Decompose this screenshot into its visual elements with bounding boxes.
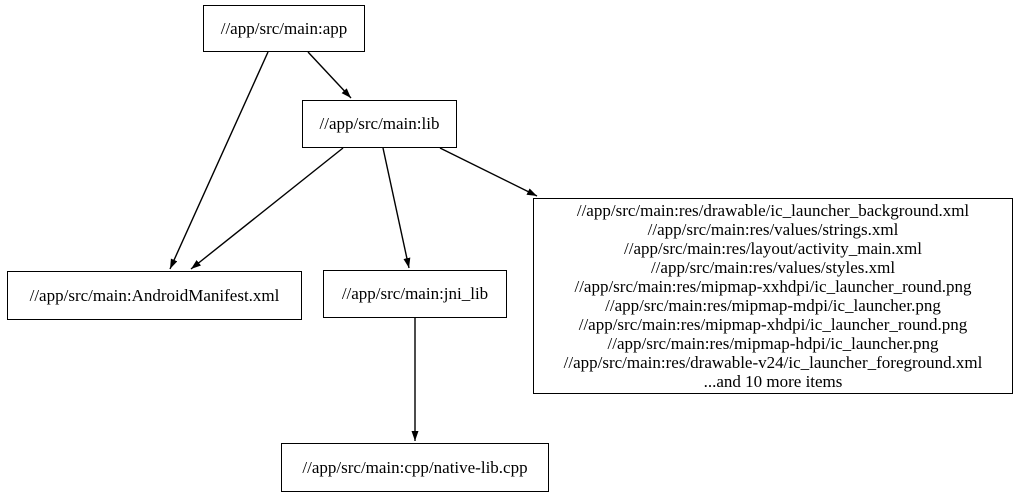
- resource-item: //app/src/main:res/layout/activity_main.…: [624, 239, 922, 258]
- resource-item: //app/src/main:res/mipmap-hdpi/ic_launch…: [607, 334, 939, 353]
- node-lib-label: //app/src/main:lib: [319, 114, 440, 133]
- resource-more-items: ...and 10 more items: [703, 372, 843, 391]
- node-android-manifest-label: //app/src/main:AndroidManifest.xml: [29, 285, 280, 305]
- node-native-lib-label: //app/src/main:cpp/native-lib.cpp: [302, 457, 528, 477]
- node-lib: //app/src/main:lib: [302, 100, 457, 148]
- edge-lib-to-jni-lib: [382, 147, 411, 269]
- node-native-lib: //app/src/main:cpp/native-lib.cpp: [281, 443, 549, 492]
- edge-lib-to-manifest: [190, 147, 344, 270]
- resource-item: //app/src/main:res/drawable/ic_launcher_…: [576, 201, 970, 220]
- resource-item: //app/src/main:res/values/styles.xml: [650, 258, 896, 277]
- resource-item: //app/src/main:res/mipmap-xxhdpi/ic_laun…: [574, 277, 972, 296]
- resource-item: //app/src/main:res/mipmap-xhdpi/ic_launc…: [578, 315, 968, 334]
- edge-app-to-lib: [307, 51, 352, 99]
- node-app-label: //app/src/main:app: [220, 18, 348, 38]
- resource-item: //app/src/main:res/values/strings.xml: [647, 220, 899, 239]
- node-jni-lib-label: //app/src/main:jni_lib: [341, 284, 489, 303]
- resource-item: //app/src/main:res/drawable-v24/ic_launc…: [563, 353, 983, 372]
- edge-app-to-manifest: [169, 51, 269, 270]
- node-resources: //app/src/main:res/drawable/ic_launcher_…: [533, 198, 1013, 394]
- node-android-manifest: //app/src/main:AndroidManifest.xml: [7, 271, 302, 320]
- edge-lib-to-resources: [439, 147, 538, 197]
- node-app: //app/src/main:app: [203, 5, 365, 52]
- node-jni-lib: //app/src/main:jni_lib: [323, 270, 507, 318]
- resource-item: //app/src/main:res/mipmap-mdpi/ic_launch…: [605, 296, 941, 315]
